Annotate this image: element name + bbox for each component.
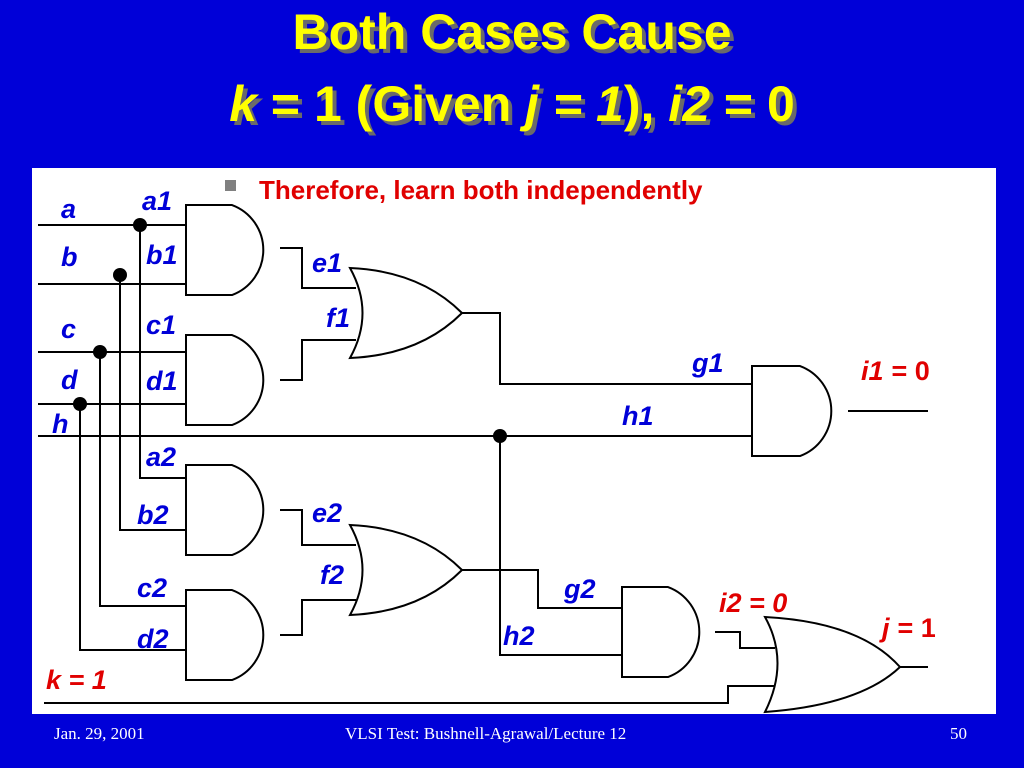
label-g1: g1 — [691, 348, 724, 378]
label-c2: c2 — [137, 573, 167, 603]
or-gate-g2 — [348, 523, 464, 617]
footer-course: VLSI Test: Bushnell-Agrawal/Lecture 12 — [345, 724, 627, 743]
label-h1: h1 — [622, 401, 654, 431]
label-a: a — [61, 194, 76, 224]
label-b: b — [61, 242, 78, 272]
output-i2-label: i2 = 0 — [719, 588, 787, 618]
label-f1: f1 — [326, 303, 350, 333]
and-gate-e2 — [185, 464, 265, 556]
label-d: d — [61, 365, 78, 395]
junction-dot — [73, 397, 87, 411]
label-c1: c1 — [146, 310, 176, 340]
slide-title-line2: k = 1 (Given j = 1), i2 = 0 — [0, 76, 1024, 132]
junction-dots — [73, 218, 507, 443]
label-e2: e2 — [312, 498, 342, 528]
bullet-text: Therefore, learn both independently — [259, 175, 703, 205]
wire-k — [44, 685, 775, 704]
slide-title-line1: Both Cases Cause — [292, 4, 732, 60]
label-h2: h2 — [503, 621, 535, 651]
square-bullet-icon — [225, 180, 236, 191]
label-a2: a2 — [146, 442, 176, 472]
and-gate-i1 — [751, 365, 833, 457]
output-i1-name: i1 — [861, 356, 884, 386]
and-gate-e1 — [185, 204, 265, 296]
wires — [38, 224, 928, 704]
label-e1: e1 — [312, 248, 342, 278]
input-k-label: k = 1 — [46, 665, 107, 695]
wire-a2 — [139, 225, 186, 479]
wire-e2 — [280, 509, 356, 546]
output-i1-value: = 0 — [892, 356, 930, 386]
or-gate-j — [763, 615, 902, 714]
wire-h2 — [499, 436, 622, 656]
footer-page-number: 50 — [950, 724, 967, 743]
wire-c2 — [99, 352, 186, 607]
output-j-value: = 1 — [898, 613, 936, 643]
output-j-label: j = 1 — [879, 613, 936, 643]
wire-b2 — [119, 275, 186, 531]
gates — [185, 204, 902, 714]
and-gate-f2 — [185, 589, 265, 681]
title-i2: i2 — [668, 76, 710, 132]
label-d1: d1 — [146, 366, 178, 396]
label-f2: f2 — [320, 560, 344, 590]
and-gate-i2 — [621, 586, 701, 678]
footer-date: Jan. 29, 2001 — [54, 724, 145, 743]
label-h: h — [52, 409, 69, 439]
label-c: c — [61, 314, 76, 344]
wire-g2 — [462, 569, 622, 609]
and-gate-f1 — [185, 334, 265, 426]
or-gate-g1 — [348, 266, 464, 360]
label-b2: b2 — [137, 500, 169, 530]
label-g2: g2 — [563, 574, 596, 604]
junction-dot — [93, 345, 107, 359]
title-eq2: = 0 — [710, 76, 795, 132]
title-close: ), — [623, 76, 669, 132]
junction-dot — [133, 218, 147, 232]
title-j: j = 1 — [525, 76, 624, 132]
wire-i2 — [715, 631, 775, 649]
label-a1: a1 — [142, 186, 172, 216]
wire-d2 — [79, 404, 186, 651]
junction-dot — [113, 268, 127, 282]
output-i1-label: i1 = 0 — [861, 356, 930, 386]
junction-dot — [493, 429, 507, 443]
wire-f2 — [280, 599, 356, 636]
title-eq1: = 1 (Given — [257, 76, 526, 132]
title-k: k — [229, 76, 257, 132]
wire-f1 — [280, 339, 356, 381]
wire-g1 — [462, 312, 752, 385]
label-d2: d2 — [137, 624, 169, 654]
wire-e1 — [280, 247, 356, 289]
output-j-name: j — [879, 613, 890, 643]
label-b1: b1 — [146, 240, 178, 270]
